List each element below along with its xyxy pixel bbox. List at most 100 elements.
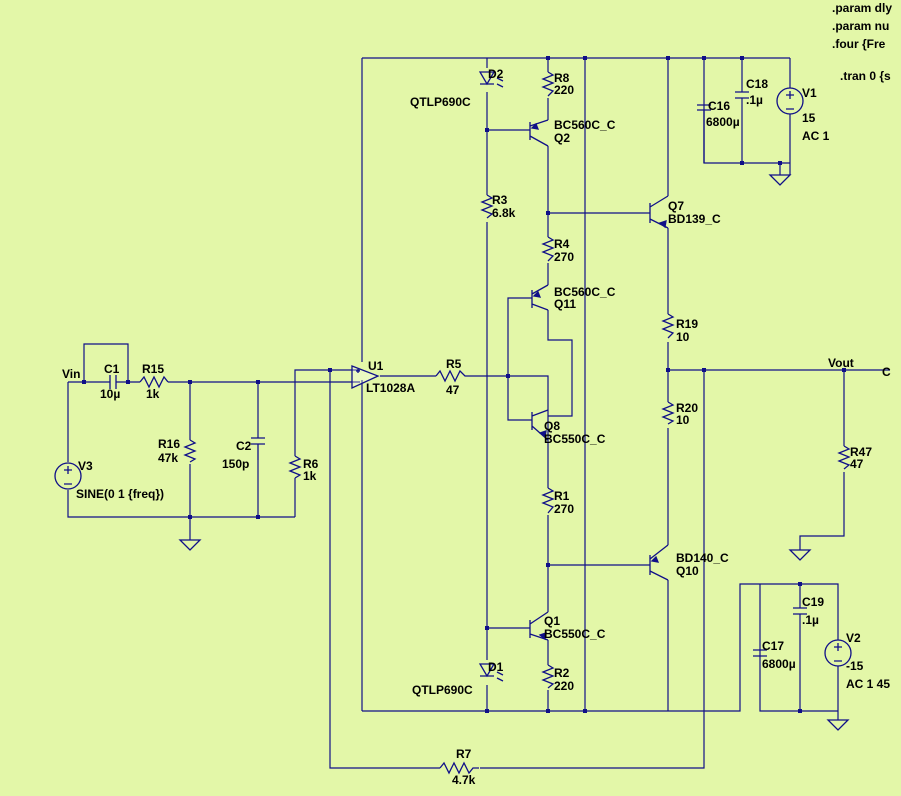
- c16-ref: C16: [708, 99, 730, 113]
- ground-1: [178, 539, 202, 551]
- r15-ref: R15: [142, 362, 164, 376]
- c1-value: 10µ: [100, 387, 120, 401]
- c18-value: .1µ: [746, 93, 763, 107]
- c17-value: 6800µ: [762, 657, 796, 671]
- q10-ref: Q10: [676, 564, 699, 578]
- wires: [67, 57, 890, 769]
- q7-npn-transistor: [649, 195, 669, 229]
- q1-npn-transistor: [529, 611, 549, 641]
- q8-value: BC550C_C: [544, 432, 606, 446]
- net-label-vout-tail: C: [882, 365, 891, 379]
- r1-value: 270: [554, 502, 574, 516]
- r47-value: 47: [850, 457, 864, 471]
- q7-value: BD139_C: [668, 212, 721, 226]
- r1-resistor: [541, 487, 555, 514]
- d1-ref: D1: [488, 660, 504, 674]
- c18-ref: C18: [746, 77, 768, 91]
- q8-ref: Q8: [544, 419, 560, 433]
- q11-value: BC560C_C: [554, 285, 616, 299]
- directive-tran: .tran 0 {s: [840, 69, 891, 83]
- v1-value: 15: [802, 111, 816, 125]
- r3-ref: R3: [492, 193, 508, 207]
- r47-ref: R47: [850, 445, 872, 459]
- q1-value: BC550C_C: [544, 627, 606, 641]
- directive-four: .four {Fre: [832, 37, 886, 51]
- r8-ref: R8: [554, 71, 570, 85]
- q10-pnp-transistor: [649, 544, 669, 581]
- c17-ref: C17: [762, 639, 784, 653]
- r5-resistor: [435, 369, 470, 383]
- r5-value: 47: [446, 383, 460, 397]
- r3-resistor: [480, 194, 494, 219]
- r20-resistor: [661, 401, 675, 425]
- r47-resistor: [837, 445, 851, 470]
- u1-opamp: [351, 365, 380, 390]
- q8-npn-transistor: [531, 409, 549, 441]
- r7-ref: R7: [456, 747, 472, 761]
- r2-ref: R2: [554, 666, 570, 680]
- r3-value: 6.8k: [492, 206, 516, 220]
- r4-resistor: [541, 236, 555, 262]
- ground-symbols: [178, 174, 850, 731]
- v2-ac: AC 1 45: [846, 677, 890, 691]
- diode-symbols: [478, 71, 504, 682]
- r20-value: 10: [676, 413, 690, 427]
- r4-ref: R4: [554, 237, 570, 251]
- q11-ref: Q11: [554, 297, 576, 311]
- v2-value: -15: [846, 659, 864, 673]
- resistor-symbols: [139, 71, 851, 775]
- r16-ref: R16: [158, 437, 180, 451]
- r15-resistor: [139, 375, 169, 389]
- r7-value: 4.7k: [452, 773, 476, 787]
- r7-resistor: [439, 761, 479, 775]
- d2-ref: D2: [488, 67, 504, 81]
- r16-resistor: [183, 439, 197, 463]
- q2-pnp-transistor: [529, 119, 549, 147]
- c2-capacitor: [251, 437, 265, 460]
- component-labels: C1 10µ R15 1k R16 47k C2 150p R6 1k V3 S…: [76, 67, 890, 787]
- v2-source: [824, 639, 852, 667]
- r20-ref: R20: [676, 401, 698, 415]
- net-label-vout: Vout: [828, 356, 854, 370]
- q1-ref: Q1: [544, 614, 560, 628]
- c16-capacitor: [697, 104, 711, 163]
- c1-capacitor: [84, 375, 128, 389]
- r15-value: 1k: [146, 387, 160, 401]
- c1-ref: C1: [104, 362, 120, 376]
- c19-ref: C19: [802, 595, 824, 609]
- r19-ref: R19: [676, 317, 698, 331]
- d2-led: [478, 71, 504, 88]
- r1-ref: R1: [554, 489, 570, 503]
- source-symbols: [54, 87, 852, 667]
- r19-resistor: [661, 313, 675, 339]
- ground-3: [788, 549, 812, 561]
- c2-ref: C2: [236, 439, 252, 453]
- c19-value: .1µ: [802, 613, 819, 627]
- r5-ref: R5: [446, 357, 462, 371]
- capacitor-symbols: [84, 91, 807, 657]
- v1-ref: V1: [802, 86, 817, 100]
- ground-2: [768, 174, 792, 186]
- r16-value: 47k: [158, 451, 178, 465]
- q7-ref: Q7: [668, 199, 684, 213]
- q11-pnp-transistor: [531, 284, 549, 311]
- d2-value: QTLP690C: [410, 95, 471, 109]
- transistor-symbols: [529, 119, 669, 641]
- r6-resistor: [288, 455, 302, 479]
- spice-directives: .param dly .param nu .four {Fre .tran 0 …: [832, 1, 892, 83]
- c17-capacitor: [753, 649, 767, 657]
- net-label-vin: Vin: [62, 367, 80, 381]
- u1-value: LT1028A: [366, 381, 415, 395]
- r6-ref: R6: [303, 457, 319, 471]
- q10-value: BD140_C: [676, 551, 729, 565]
- v1-source: [776, 87, 804, 115]
- c18-capacitor: [735, 91, 749, 99]
- r4-value: 270: [554, 250, 574, 264]
- u1-ref: U1: [368, 359, 384, 373]
- v2-ref: V2: [846, 631, 861, 645]
- q2-value: BC560C_C: [554, 118, 616, 132]
- d1-value: QTLP690C: [412, 683, 473, 697]
- ground-4: [826, 719, 850, 731]
- directive-param-dly: .param dly: [832, 1, 892, 15]
